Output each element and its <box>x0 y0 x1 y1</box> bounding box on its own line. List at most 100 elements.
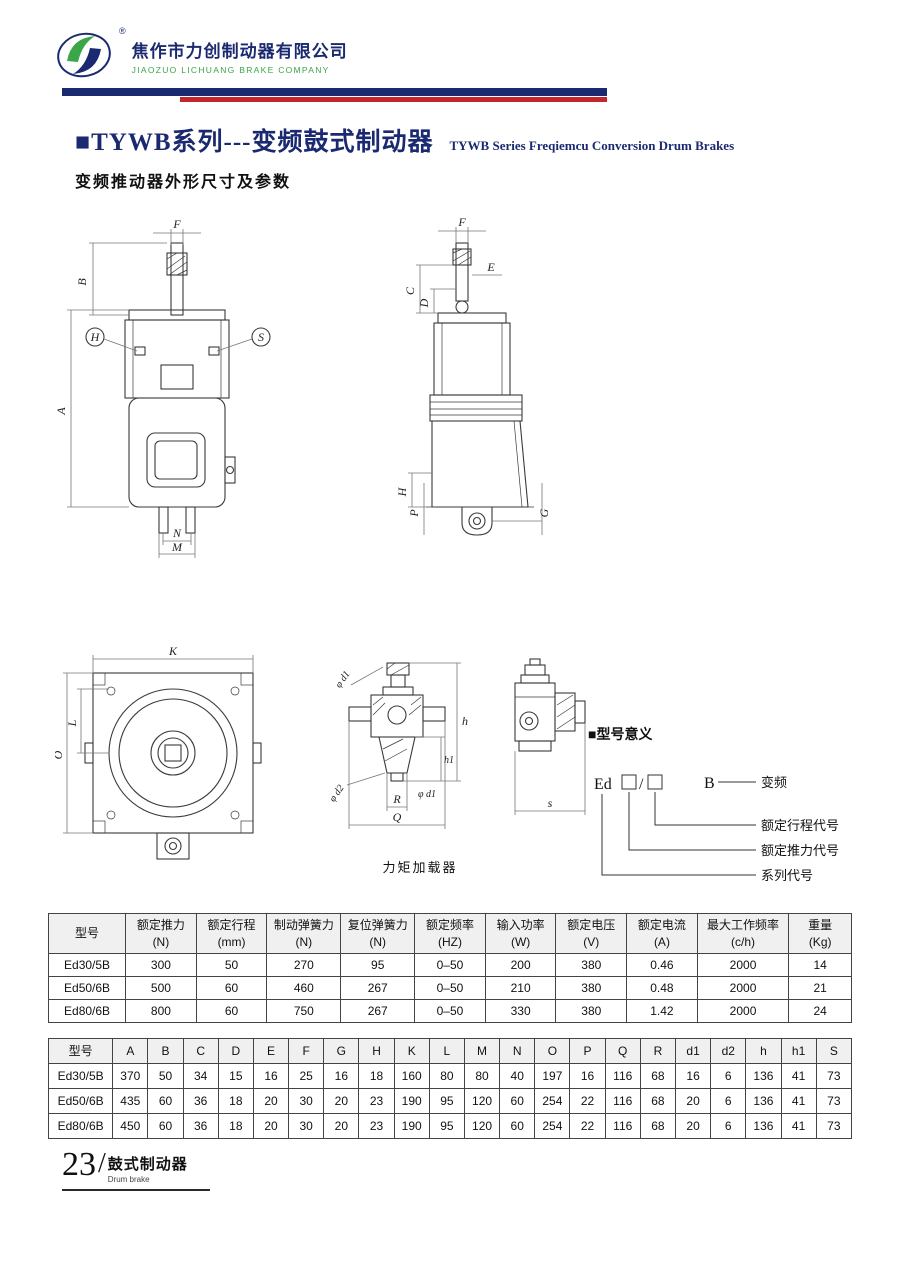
table-cell: 370 <box>112 1063 149 1089</box>
table-cell: 80 <box>463 1063 501 1089</box>
table-cell: 60 <box>195 999 268 1023</box>
dim-label-D: D <box>417 298 431 308</box>
company-logo <box>57 32 111 78</box>
table-cell: 2000 <box>696 953 790 977</box>
table-cell: 18 <box>217 1088 254 1114</box>
page-title-cn: ■TYWB系列---变频鼓式制动器 <box>75 129 434 156</box>
title-row: ■TYWB系列---变频鼓式制动器 TYWB Series Freqiemcu … <box>75 122 875 158</box>
table-cell: 60 <box>195 976 268 1000</box>
dim-label-L: L <box>65 719 79 727</box>
table-header-cell: 型号 <box>47 913 127 954</box>
table-cell: Ed50/6B <box>47 1088 114 1114</box>
table-header-cell: 额定电流 (A) <box>626 913 698 954</box>
table-header-cell: F <box>288 1038 325 1064</box>
registered-mark: ® <box>119 26 126 36</box>
table-cell: 73 <box>815 1113 853 1139</box>
table-cell: 254 <box>534 1088 571 1114</box>
table-cell: 267 <box>340 976 416 1000</box>
header-bar-red <box>180 97 607 102</box>
table-cell: 16 <box>569 1063 606 1089</box>
table-header-cell: D <box>217 1038 254 1064</box>
table-cell: Ed50/6B <box>47 976 127 1000</box>
company-text: 焦作市力创制动器有限公司 JIAOZUO LICHUANG BRAKE COMP… <box>132 37 348 82</box>
model-code-diagram: Ed / B 变频 额定行程代号 额定推力代号 系列代号 <box>594 774 839 883</box>
table-header-cell: h1 <box>780 1038 817 1064</box>
table-cell: 30 <box>288 1113 325 1139</box>
table-header-cell: H <box>358 1038 395 1064</box>
table-header-cell: 复位弹簧力 (N) <box>340 913 416 954</box>
table-cell: 0–50 <box>414 999 486 1023</box>
table-cell: 190 <box>393 1113 430 1139</box>
table-header-cell: d1 <box>674 1038 712 1064</box>
dim-label-C: C <box>403 286 417 295</box>
table-cell: 95 <box>428 1088 465 1114</box>
table-cell: 68 <box>639 1063 676 1089</box>
table-cell: 136 <box>745 1113 782 1139</box>
dim-label-O: O <box>55 750 65 759</box>
table-cell: 36 <box>182 1113 219 1139</box>
table-cell: Ed30/5B <box>47 953 127 977</box>
table-header-cell: E <box>252 1038 290 1064</box>
table-cell: 20 <box>252 1088 290 1114</box>
page-number: 23 <box>62 1146 96 1183</box>
table-cell: Ed30/5B <box>47 1063 114 1089</box>
table-cell: 80 <box>428 1063 465 1089</box>
table-cell: 16 <box>674 1063 712 1089</box>
table-cell: 68 <box>639 1088 676 1114</box>
dim-label-F: F <box>172 217 181 231</box>
header-bar-navy <box>62 88 607 96</box>
table-cell: 136 <box>745 1088 782 1114</box>
table-cell: 0.46 <box>626 953 698 977</box>
table-header-cell: S <box>815 1038 853 1064</box>
table-cell: 20 <box>323 1113 360 1139</box>
table-cell: 68 <box>639 1113 676 1139</box>
table-header-cell: L <box>428 1038 465 1064</box>
table-header-cell: Q <box>604 1038 641 1064</box>
spec-table: 型号额定推力 (N)额定行程 (mm)制动弹簧力 (N)复位弹簧力 (N)额定频… <box>47 913 852 1023</box>
company-name-en: JIAOZUO LICHUANG BRAKE COMPANY <box>131 65 330 75</box>
model-thrust-label: 额定推力代号 <box>761 843 839 858</box>
table-cell: 30 <box>288 1088 325 1114</box>
table-cell: 36 <box>182 1088 219 1114</box>
footer-label-cn: 鼓式制动器 <box>107 1156 188 1173</box>
table-cell: 160 <box>393 1063 430 1089</box>
table-cell: 60 <box>147 1088 184 1114</box>
model-meaning-title: ■型号意义 <box>588 726 653 742</box>
page-title-en: TYWB Series Freqiemcu Conversion Drum Br… <box>449 138 735 153</box>
table-cell: 500 <box>125 976 197 1000</box>
table-cell: 18 <box>358 1063 395 1089</box>
table-cell: 14 <box>788 953 852 977</box>
table-header-cell: P <box>569 1038 606 1064</box>
table-cell: 18 <box>217 1113 254 1139</box>
table-header-cell: N <box>499 1038 536 1064</box>
table-cell: 95 <box>428 1113 465 1139</box>
footer-label-en: Drum brake <box>107 1175 150 1184</box>
table-cell: 300 <box>125 953 197 977</box>
table-cell: 41 <box>780 1088 817 1114</box>
table-cell: 0–50 <box>414 953 486 977</box>
table-cell: 50 <box>195 953 268 977</box>
model-slash: / <box>639 776 644 793</box>
dim-label-d1-top: φ d1 <box>333 669 352 690</box>
balloon-label-H: H <box>90 330 101 344</box>
table-cell: 21 <box>788 976 852 1000</box>
header: ® 焦作市力创制动器有限公司 JIAOZUO LICHUANG BRAKE CO… <box>55 26 348 82</box>
table-header-cell: O <box>534 1038 571 1064</box>
table-cell: 20 <box>323 1088 360 1114</box>
table-header-cell: 最大工作频率 (c/h) <box>696 913 790 954</box>
table-cell: 20 <box>252 1113 290 1139</box>
dim-label-G: G <box>537 508 551 517</box>
footer: 23 / 鼓式制动器 Drum brake <box>62 1146 210 1191</box>
balloon-label-S: S <box>258 330 264 344</box>
section-subtitle: 变频推动器外形尺寸及参数 <box>75 174 292 191</box>
table-header-cell: 额定频率 (HZ) <box>414 913 486 954</box>
table-header-cell: R <box>639 1038 676 1064</box>
table-header-cell: h <box>745 1038 782 1064</box>
table-cell: 210 <box>484 976 557 1000</box>
table-cell: 2000 <box>696 976 790 1000</box>
